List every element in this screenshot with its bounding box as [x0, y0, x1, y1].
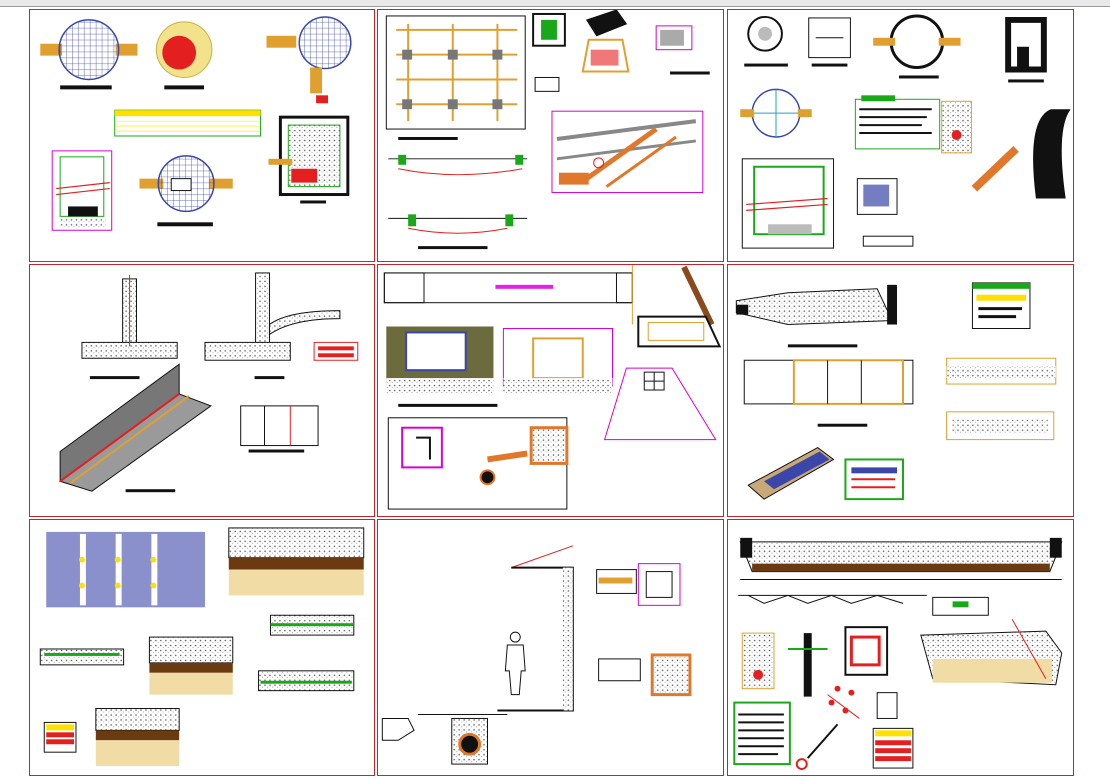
panel-manholes: [29, 9, 375, 262]
window-top-edge: [0, 0, 1110, 7]
retaining-walls-drawing: [59, 272, 359, 493]
manholes-drawing: [40, 16, 352, 231]
pipe-network-drawing: [385, 10, 710, 250]
road-sections-drawing: [735, 282, 1057, 501]
panel-foundation-sections: [29, 519, 375, 776]
channel-culvert-drawing: [383, 265, 722, 510]
panel-pipe-network: [377, 9, 724, 262]
circular-chamber-drawing: [740, 14, 1071, 249]
embankment-fittings-drawing: [733, 537, 1063, 771]
panel-road-sections: [727, 264, 1074, 517]
elevation-human-drawing: [381, 545, 692, 765]
panel-elevation-human: [377, 519, 724, 776]
panel-embankment-fittings: [727, 519, 1074, 776]
foundation-sections-drawing: [39, 527, 365, 767]
panel-channel-culvert: [377, 264, 724, 517]
panel-retaining-walls: [29, 264, 375, 517]
panel-circular-chamber: [727, 9, 1074, 262]
